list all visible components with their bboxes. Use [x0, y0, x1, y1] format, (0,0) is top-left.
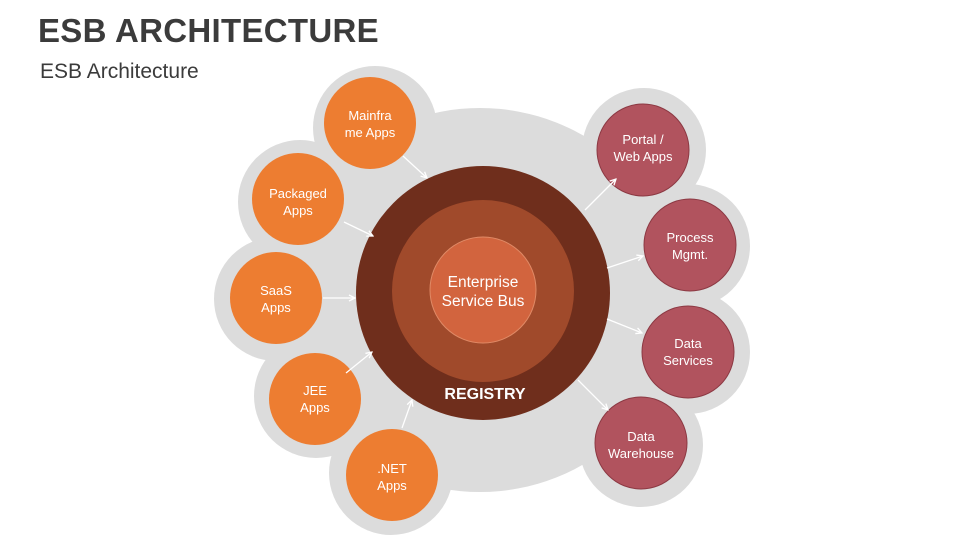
registry-label: REGISTRY: [444, 386, 526, 403]
arrow-warehouse: [577, 379, 608, 410]
input-label-line1: SaaS: [260, 283, 292, 298]
output-node-process: Process Mgmt.: [643, 198, 737, 292]
arrow-data-services: [606, 318, 642, 333]
arrow-dotnet: [401, 400, 412, 429]
output-label-line1: Portal /: [622, 132, 664, 147]
output-label-line1: Data: [674, 336, 702, 351]
output-node-portal: Portal / Web Apps: [596, 103, 690, 197]
output-label-line2: Warehouse: [608, 446, 674, 461]
output-label-line1: Data: [627, 429, 655, 444]
input-node-dotnet: .NET Apps: [346, 429, 438, 521]
core-label-line2: Service Bus: [442, 293, 525, 310]
input-node-jee: JEE Apps: [269, 353, 361, 445]
arrow-portal: [584, 179, 616, 211]
input-label-line1: Mainfra: [348, 108, 392, 123]
output-label-line2: Web Apps: [613, 149, 673, 164]
output-label-line1: Process: [667, 230, 714, 245]
input-label-line1: .NET: [377, 461, 407, 476]
output-node-warehouse: Data Warehouse: [594, 396, 688, 490]
output-label-line2: Mgmt.: [672, 247, 708, 262]
arrow-mainframe: [402, 155, 427, 178]
input-label-line2: me Apps: [345, 125, 396, 140]
arrow-process: [606, 256, 643, 269]
connector-arrows: [323, 155, 643, 429]
slide-title: ESB ARCHITECTURE: [38, 12, 379, 49]
input-label-line1: JEE: [303, 383, 327, 398]
input-node-saas: SaaS Apps: [230, 252, 322, 344]
input-label-line2: Apps: [261, 300, 291, 315]
input-label-line1: Packaged: [269, 186, 327, 201]
input-label-line2: Apps: [283, 203, 313, 218]
input-node-packaged: Packaged Apps: [252, 153, 344, 245]
core-circle: [429, 236, 537, 344]
input-node-mainframe: Mainfra me Apps: [324, 77, 416, 169]
output-label-line2: Services: [663, 353, 713, 368]
core-label-line1: Enterprise: [448, 274, 519, 291]
slide-subtitle: ESB Architecture: [40, 60, 199, 83]
output-node-data-services: Data Services: [641, 305, 735, 399]
arrow-packaged: [343, 221, 373, 236]
input-label-line2: Apps: [377, 478, 407, 493]
arrow-jee: [345, 352, 372, 374]
input-label-line2: Apps: [300, 400, 330, 415]
